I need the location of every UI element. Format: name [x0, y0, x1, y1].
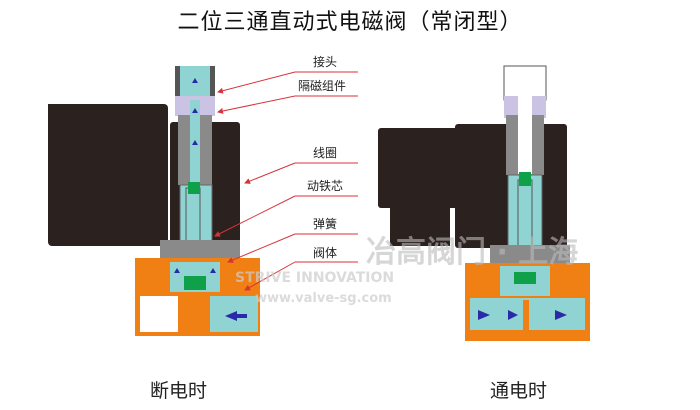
label-coil: 线圈 — [313, 146, 337, 160]
label-body: 阀体 — [313, 246, 337, 260]
watermark-cn: 冶高阀门 · 上海 — [366, 235, 578, 270]
caption-off: 断电时 — [150, 380, 208, 402]
label-plunger: 动铁芯 — [307, 179, 343, 193]
label-spring: 弹簧 — [313, 216, 337, 231]
label-isolation-assembly: 隔磁组件 — [298, 78, 346, 93]
diagram-title: 二位三通直动式电磁阀（常闭型） — [177, 10, 523, 35]
label-connector: 接头 — [313, 54, 337, 69]
watermark-url: www.valve-sg.com — [255, 291, 392, 306]
caption-on: 通电时 — [490, 380, 548, 402]
flow-arrow-icon — [225, 311, 247, 321]
watermark-en: STRIVE INNOVATION — [235, 270, 394, 286]
leader-lines — [214, 71, 358, 291]
valve-off — [48, 66, 260, 336]
seal-left — [184, 276, 206, 290]
body-left — [135, 258, 260, 336]
valve-on — [378, 65, 590, 341]
